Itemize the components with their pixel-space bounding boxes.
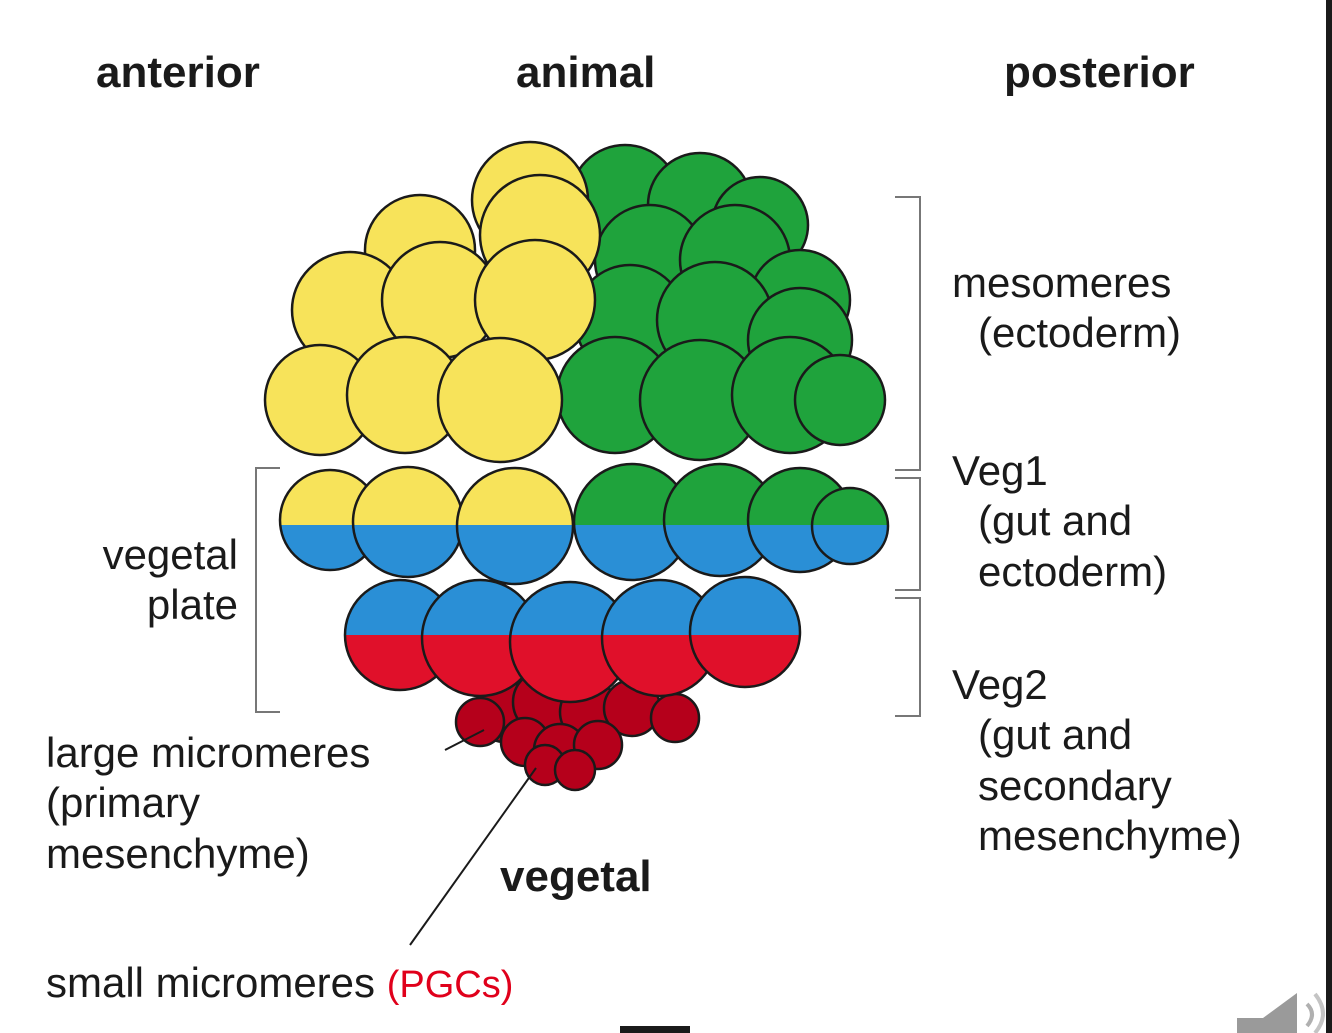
veg2-tier [345, 577, 800, 702]
veg1-cell [812, 488, 888, 564]
micromere-cell [651, 694, 699, 742]
micromere-cell [456, 698, 504, 746]
veg1-cell [353, 467, 463, 577]
vegetal-plate-bracket [256, 468, 280, 712]
micromere-cell [555, 750, 595, 790]
veg2-cell [690, 577, 800, 687]
veg2-bracket [895, 598, 920, 716]
speaker-icon[interactable] [1225, 990, 1332, 1033]
mesomere-tier [265, 142, 885, 462]
mesomere-anterior-cell [438, 338, 562, 462]
small-micromeres-pointer [410, 768, 536, 945]
mesomere-posterior-cell [795, 355, 885, 445]
veg1-cell [457, 468, 573, 584]
veg1-bracket [895, 478, 920, 590]
mesomeres-bracket [895, 197, 920, 470]
veg1-tier [280, 464, 888, 584]
slide-tab [620, 1026, 690, 1033]
